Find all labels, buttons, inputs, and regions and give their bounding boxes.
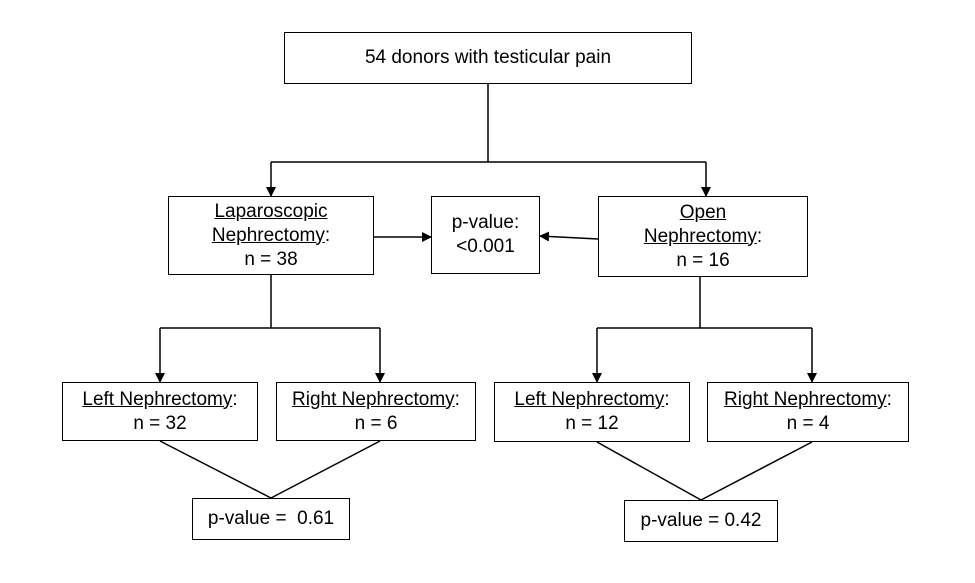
lap-right-count: n = 6 (354, 412, 398, 434)
arrow-open-to-pvalue (539, 231, 599, 242)
lap-right-box: Right Nephrectomy: n = 6 (276, 382, 476, 441)
open-right-box: Right Nephrectomy: n = 4 (707, 382, 909, 442)
open-right-to-pvalue (700, 441, 813, 501)
lap-right-label: Right Nephrectomy: (292, 388, 460, 410)
open-line1: Open (679, 201, 727, 223)
open-count: n = 16 (676, 249, 730, 271)
comparison-pvalue-label: p-value: (451, 212, 520, 233)
lap-right-to-pvalue (270, 440, 381, 499)
open-box: Open Nephrectomy: n = 16 (598, 196, 808, 277)
lap-left-label: Left Nephrectomy: (82, 388, 238, 410)
laparoscopic-count: n = 38 (244, 248, 298, 270)
lap-left-box: Left Nephrectomy: n = 32 (62, 382, 258, 441)
root-text: 54 donors with testicular pain (364, 47, 612, 68)
open-right-label: Right Nephrectomy: (724, 389, 892, 410)
comparison-pvalue-box: p-value: <0.001 (431, 196, 540, 274)
open-left-to-pvalue (596, 441, 702, 501)
laparoscopic-line1: Laparoscopic (214, 200, 328, 222)
lap-left-to-pvalue (159, 440, 272, 499)
open-pvalue-text: p-value = 0.42 (640, 510, 762, 531)
open-left-label: Left Nephrectomy: (514, 389, 670, 410)
open-left-box: Left Nephrectomy: n = 12 (494, 382, 690, 442)
laparoscopic-box: Laparoscopic Nephrectomy: n = 38 (168, 196, 374, 275)
open-left-count: n = 12 (565, 413, 619, 434)
lap-pvalue-box: p-value = 0.61 (192, 498, 350, 540)
open-line2: Nephrectomy: (643, 225, 763, 247)
lap-left-count: n = 32 (133, 412, 187, 434)
laparoscopic-line2: Nephrectomy: (211, 224, 331, 246)
open-pvalue-box: p-value = 0.42 (624, 500, 778, 542)
lap-pvalue-text: p-value = 0.61 (207, 508, 335, 529)
open-right-count: n = 4 (786, 413, 830, 434)
comparison-pvalue-value: <0.001 (456, 236, 515, 257)
root-box: 54 donors with testicular pain (284, 32, 692, 84)
